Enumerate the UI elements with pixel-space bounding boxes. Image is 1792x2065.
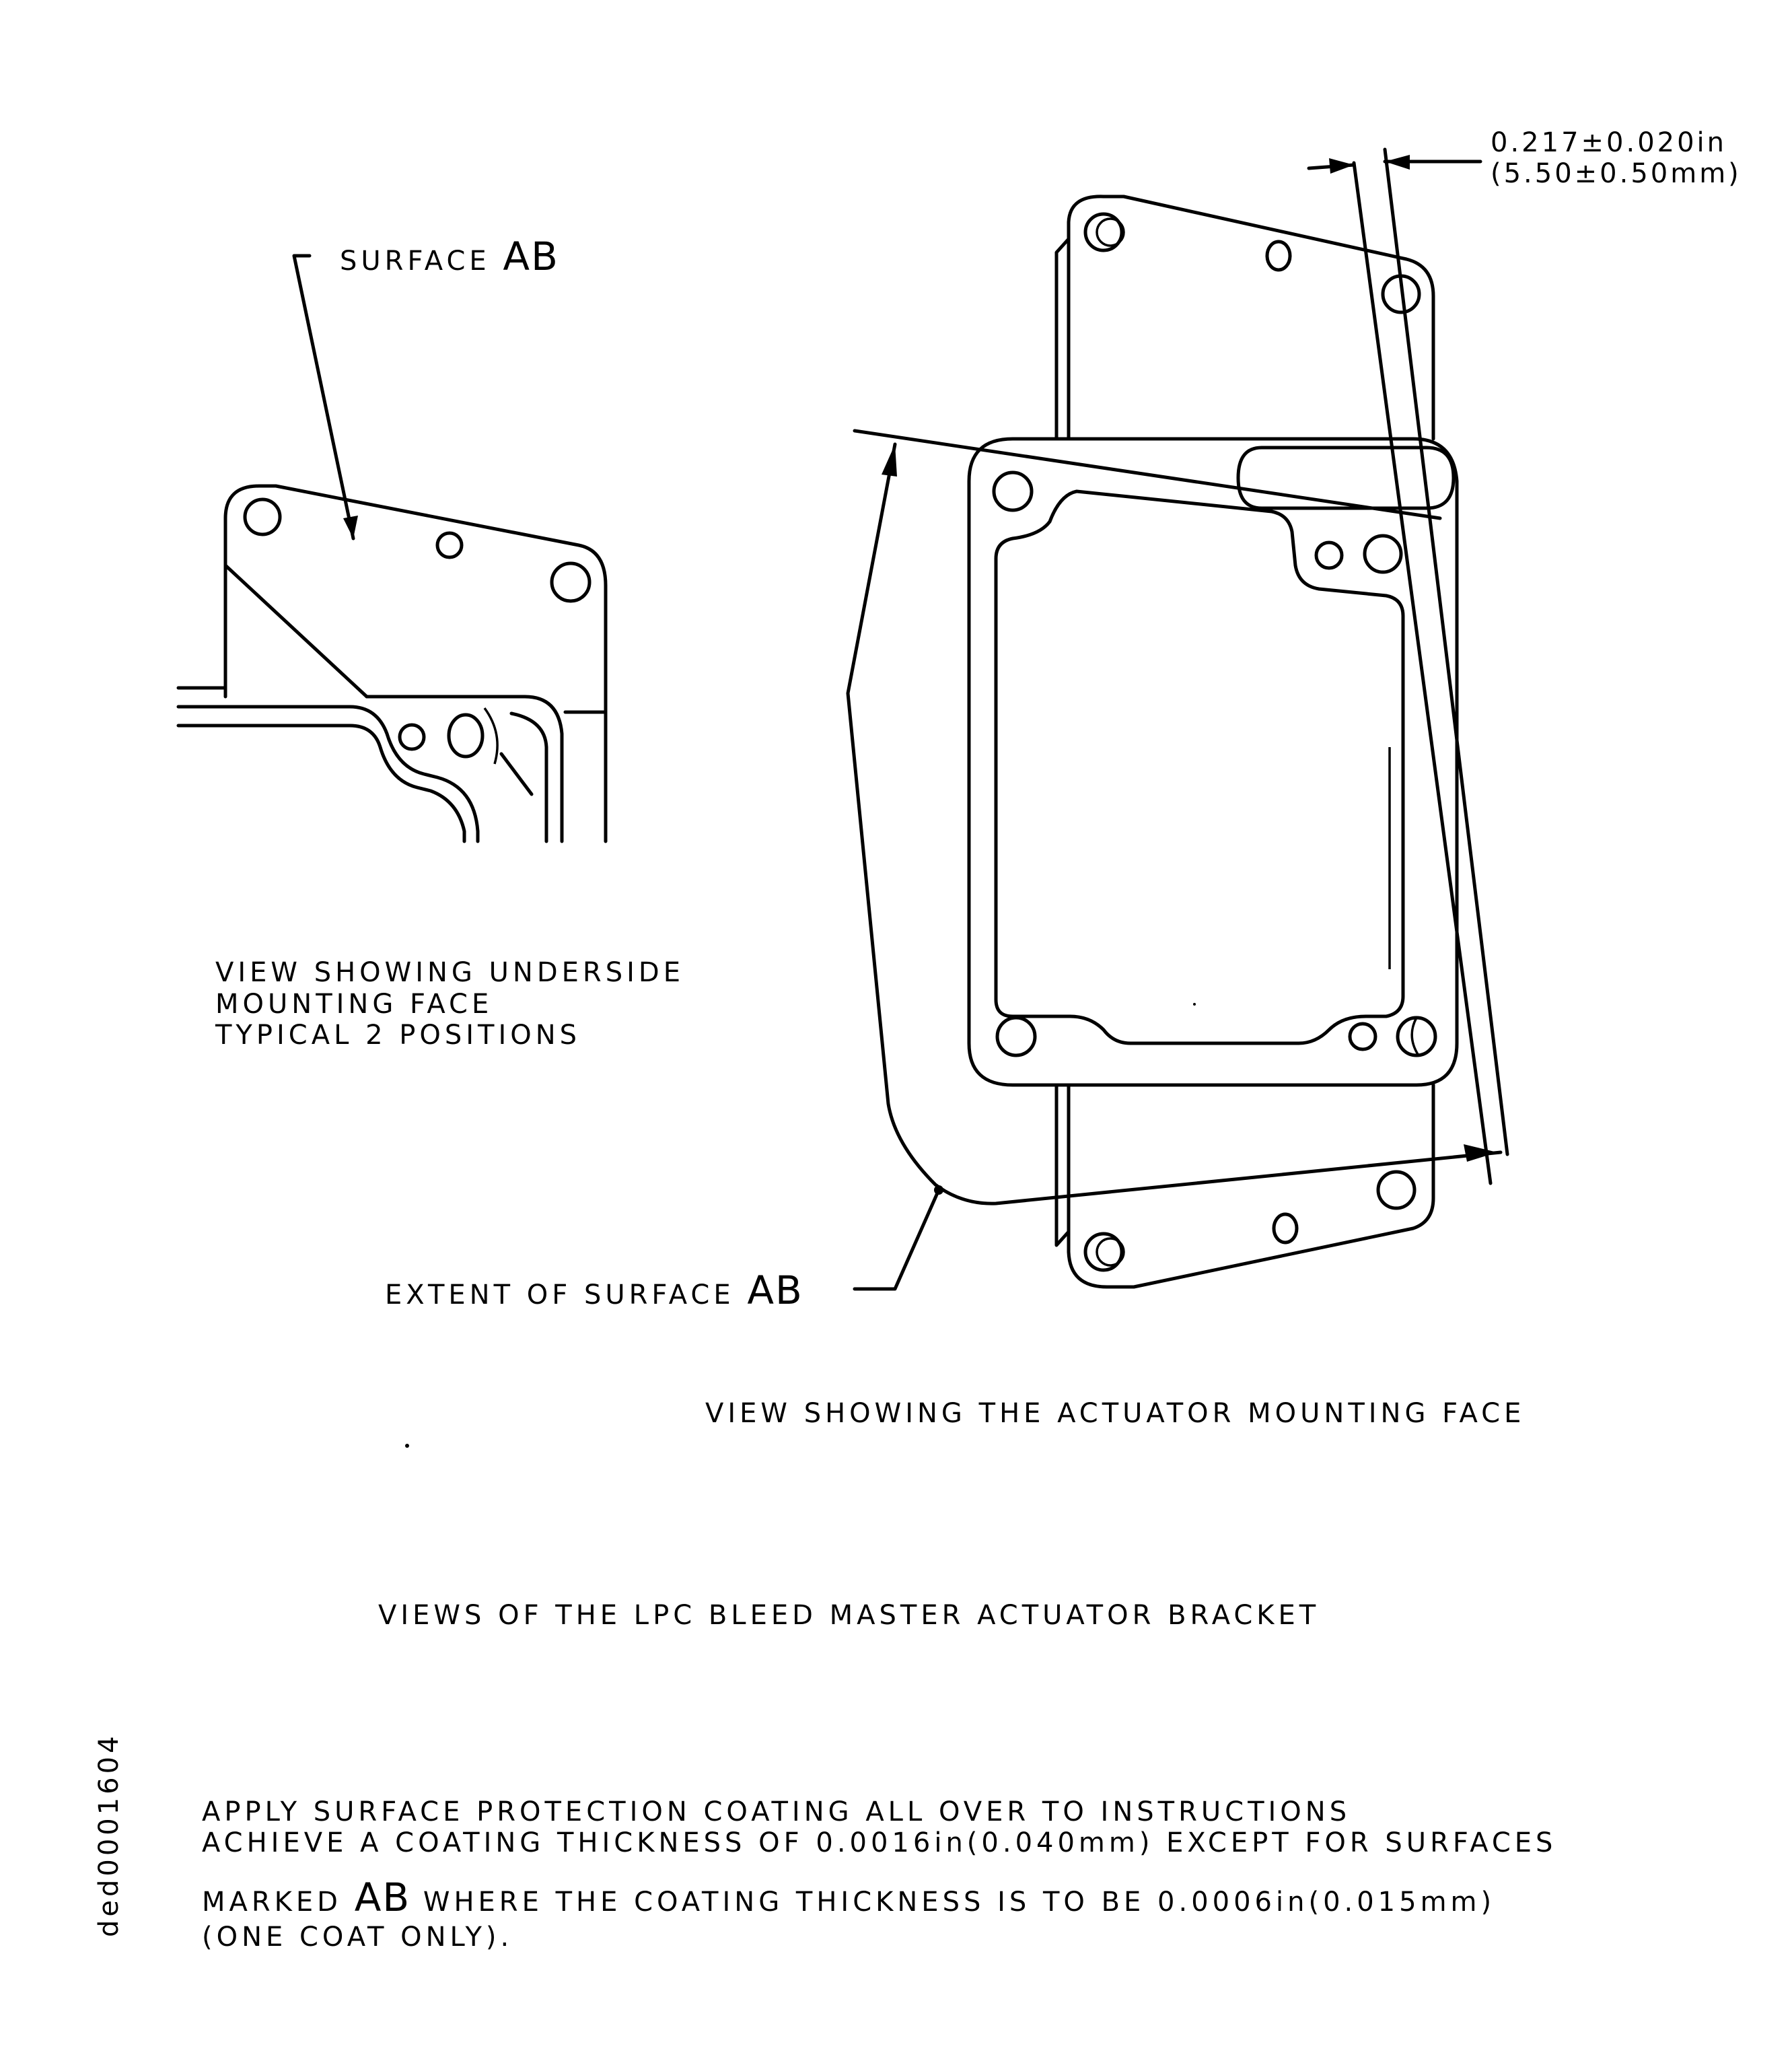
upper-lug-plate (1067, 195, 1435, 441)
lower-lug-side (1054, 1083, 1071, 1247)
actuator-view-caption: VIEW SHOWING THE ACTUATOR MOUNTING FACE (705, 1398, 1526, 1429)
frame-hole-bottom-left (995, 1016, 1037, 1057)
extent-arrowhead-top (882, 444, 897, 477)
frame-hole-top-mid (1314, 540, 1344, 570)
surface-ab-arrowhead (343, 516, 358, 538)
lower-lug-hole-3 (1376, 1170, 1417, 1210)
extent-boundary (846, 442, 1503, 1205)
frame-hole-top-left (992, 470, 1034, 512)
underside-frame-inner (223, 705, 480, 843)
underside-hole-1 (243, 497, 282, 536)
surface-ab-label: SURFACE AB (340, 234, 559, 279)
stray-dot-2 (405, 1444, 409, 1448)
underside-caption-line-2: MOUNTING FACE (215, 989, 493, 1020)
upper-lug-hole-1-inner (1096, 217, 1125, 247)
note-line-3: MARKED AB WHERE THE COATING THICKNESS IS… (202, 1875, 1496, 1920)
surface-ab-leader (292, 254, 355, 540)
frame-hole-bottom-right-inner (1410, 1017, 1420, 1056)
dimension-mm: (5.50±0.50mm) (1491, 158, 1742, 189)
actuator-view (405, 147, 1509, 1448)
underside-hole-4 (398, 723, 426, 751)
views-title: VIEWS OF THE LPC BLEED MASTER ACTUATOR B… (378, 1600, 1320, 1631)
dimension-arrowhead-right (1385, 155, 1410, 170)
dimension-inches: 0.217±0.020in (1491, 127, 1727, 158)
lower-lug-hole-1 (1083, 1232, 1124, 1272)
dimension-arrowhead-left (1329, 158, 1354, 174)
note-line-4: (ONE COAT ONLY). (202, 1922, 513, 1953)
underside-frame-right-inner (509, 711, 548, 843)
extent-of-surface-ab-label: EXTENT OF SURFACE AB (385, 1267, 803, 1313)
underside-view (176, 254, 608, 843)
extent-arrowhead-right (1464, 1144, 1497, 1162)
underside-boss-arc (483, 707, 499, 765)
underside-caption-line-1: VIEW SHOWING UNDERSIDE (215, 957, 684, 988)
underside-hole-3 (550, 561, 592, 603)
lower-lug-hole-2 (1272, 1212, 1299, 1245)
underside-edge-line (223, 563, 369, 699)
frame-hole-top-right (1363, 534, 1403, 574)
extent-leader (853, 1188, 941, 1291)
lower-lug-hole-1-inner (1096, 1237, 1125, 1267)
stray-dot-1 (1193, 1003, 1196, 1006)
frame-inner (994, 489, 1405, 1045)
lower-lug-plate (1067, 1083, 1435, 1289)
upper-lug-hole-1 (1083, 212, 1124, 252)
underside-hole-2 (435, 531, 464, 559)
dimension-line-b (1383, 147, 1509, 1156)
upper-lug-hole-2 (1265, 240, 1292, 272)
underside-hole-5 (447, 713, 485, 759)
extent-top-line (853, 429, 1442, 520)
note-line-1: APPLY SURFACE PROTECTION COATING ALL OVE… (202, 1796, 1351, 1827)
frame-slot (1236, 446, 1456, 510)
drawing-reference: ded0001604 (94, 1733, 124, 1937)
underside-rib-line (499, 752, 534, 796)
underside-caption-line-3: TYPICAL 2 POSITIONS (215, 1020, 581, 1051)
underside-frame-right (365, 695, 564, 843)
dimension-line-a (1352, 161, 1493, 1185)
upper-lug-side (1054, 237, 1071, 441)
underside-frame-lower (176, 724, 466, 843)
frame-hole-bottom-mid (1348, 1022, 1377, 1051)
underside-plate-outline (223, 484, 608, 843)
note-line-2: ACHIEVE A COATING THICKNESS OF 0.0016in(… (202, 1827, 1557, 1858)
